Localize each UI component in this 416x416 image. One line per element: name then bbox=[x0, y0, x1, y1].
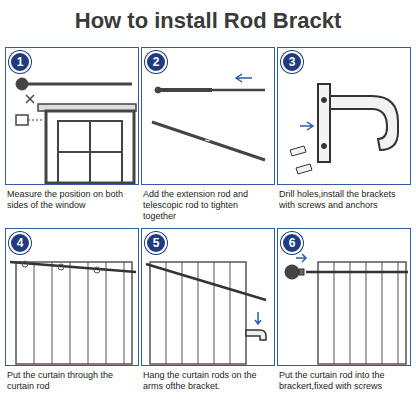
bracket-illustration-part bbox=[318, 84, 330, 162]
window-rod-illustration-part bbox=[16, 115, 28, 125]
step-panel: 4Put the curtain through the curtain rod bbox=[5, 228, 139, 392]
step-number: 5 bbox=[145, 232, 167, 254]
finial-illustration-part bbox=[296, 254, 306, 262]
hang-rod-illustration-part bbox=[166, 262, 167, 364]
finial-illustration-part bbox=[318, 262, 406, 364]
bracket-illustration-part bbox=[322, 98, 327, 103]
finial-illustration-part bbox=[366, 262, 367, 364]
finial-illustration-part bbox=[306, 271, 408, 274]
telescopic-rod-illustration bbox=[152, 74, 265, 160]
window-rod-illustration-part bbox=[58, 151, 122, 153]
finial-illustration bbox=[285, 254, 408, 364]
finial-illustration-part bbox=[350, 262, 351, 364]
telescopic-rod-illustration-part bbox=[205, 140, 210, 141]
telescopic-rod-illustration-part bbox=[152, 122, 265, 160]
step-caption: Put the curtain rod into the brackert,fi… bbox=[277, 370, 411, 392]
step-number: 4 bbox=[9, 232, 31, 254]
finial-illustration-part bbox=[398, 262, 399, 364]
telescopic-rod-illustration-part bbox=[212, 89, 265, 92]
panel-frame: 6 bbox=[277, 228, 411, 366]
window-rod-illustration bbox=[16, 78, 136, 183]
bracket-illustration-part bbox=[290, 146, 306, 156]
window-rod-illustration-part bbox=[26, 95, 34, 103]
hang-rod-illustration-part bbox=[246, 330, 266, 340]
callout-number: 4 bbox=[17, 237, 24, 249]
curtain-illustration-part bbox=[58, 264, 64, 270]
hang-rod-illustration bbox=[146, 262, 266, 364]
curtain-illustration-part bbox=[94, 267, 100, 273]
bracket-illustration-part bbox=[296, 164, 312, 174]
step-number: 2 bbox=[145, 51, 167, 73]
panel-frame: 5 bbox=[141, 228, 275, 366]
curtain-illustration-part bbox=[70, 262, 71, 364]
hang-rod-illustration-part bbox=[198, 262, 199, 364]
step-caption: Hang the curtain rods on the arms ofthe … bbox=[141, 370, 275, 392]
curtain-illustration-part bbox=[106, 262, 107, 364]
curtain-illustration bbox=[10, 261, 136, 364]
panel-frame: 2 bbox=[141, 47, 275, 185]
hang-rod-illustration-part bbox=[214, 262, 215, 364]
step-number: 6 bbox=[281, 232, 303, 254]
hang-rod-illustration-part bbox=[230, 262, 231, 364]
window-rod-illustration-part bbox=[26, 95, 34, 103]
step-panel: 5Hang the curtain rods on the arms ofthe… bbox=[141, 228, 275, 392]
finial-illustration-part bbox=[382, 262, 383, 364]
step-panel: 1Measure the position on both sides of t… bbox=[5, 47, 139, 211]
panel-frame: 4 bbox=[5, 228, 139, 366]
curtain-illustration-part bbox=[22, 261, 28, 267]
callout-number: 5 bbox=[153, 237, 160, 249]
curtain-illustration-part bbox=[124, 262, 125, 364]
step-caption: Measure the position on both sides of th… bbox=[5, 189, 139, 211]
finial-illustration-part bbox=[285, 265, 299, 279]
hang-rod-illustration-part bbox=[150, 262, 246, 364]
hang-rod-illustration-part bbox=[146, 264, 266, 300]
curtain-illustration-part bbox=[52, 262, 53, 364]
callout-number: 6 bbox=[289, 237, 296, 249]
finial-illustration-part bbox=[334, 262, 335, 364]
telescopic-rod-illustration-part bbox=[155, 87, 161, 93]
step-caption: Drill holes,install the brackets with sc… bbox=[277, 189, 411, 211]
curtain-illustration-part bbox=[10, 262, 136, 272]
window-rod-illustration-part bbox=[58, 121, 122, 183]
bracket-illustration-part bbox=[300, 122, 313, 130]
callout-number: 1 bbox=[17, 56, 24, 68]
window-rod-illustration-part bbox=[24, 83, 132, 86]
step-caption: Add the extension rod and telescopic rod… bbox=[141, 189, 275, 222]
title: How to install Rod Brackt bbox=[0, 8, 416, 34]
curtain-illustration-part bbox=[88, 262, 89, 364]
telescopic-rod-illustration-part bbox=[236, 74, 252, 82]
window-rod-illustration-part bbox=[28, 120, 44, 121]
step-panel: 6Put the curtain rod into the brackert,f… bbox=[277, 228, 411, 392]
hang-rod-illustration-part bbox=[182, 262, 183, 364]
panel-frame: 1 bbox=[5, 47, 139, 185]
window-rod-illustration-part bbox=[16, 78, 28, 90]
bracket-illustration-part bbox=[330, 96, 398, 150]
curtain-illustration-part bbox=[34, 262, 35, 364]
step-number: 1 bbox=[9, 51, 31, 73]
step-caption: Put the curtain through the curtain rod bbox=[5, 370, 139, 392]
window-rod-illustration-part bbox=[46, 111, 134, 183]
finial-illustration-part bbox=[299, 269, 304, 275]
callout-number: 2 bbox=[153, 56, 160, 68]
hang-rod-illustration-part bbox=[255, 312, 261, 324]
step-panel: 3Drill holes,install the brackets with s… bbox=[277, 47, 411, 211]
step-number: 3 bbox=[281, 51, 303, 73]
callout-number: 3 bbox=[289, 56, 296, 68]
bracket-illustration-part bbox=[322, 144, 327, 149]
bracket-illustration bbox=[290, 84, 398, 174]
panel-frame: 3 bbox=[277, 47, 411, 185]
telescopic-rod-illustration-part bbox=[160, 88, 212, 92]
step-panel: 2Add the extension rod and telescopic ro… bbox=[141, 47, 275, 222]
curtain-illustration-part bbox=[16, 262, 132, 364]
